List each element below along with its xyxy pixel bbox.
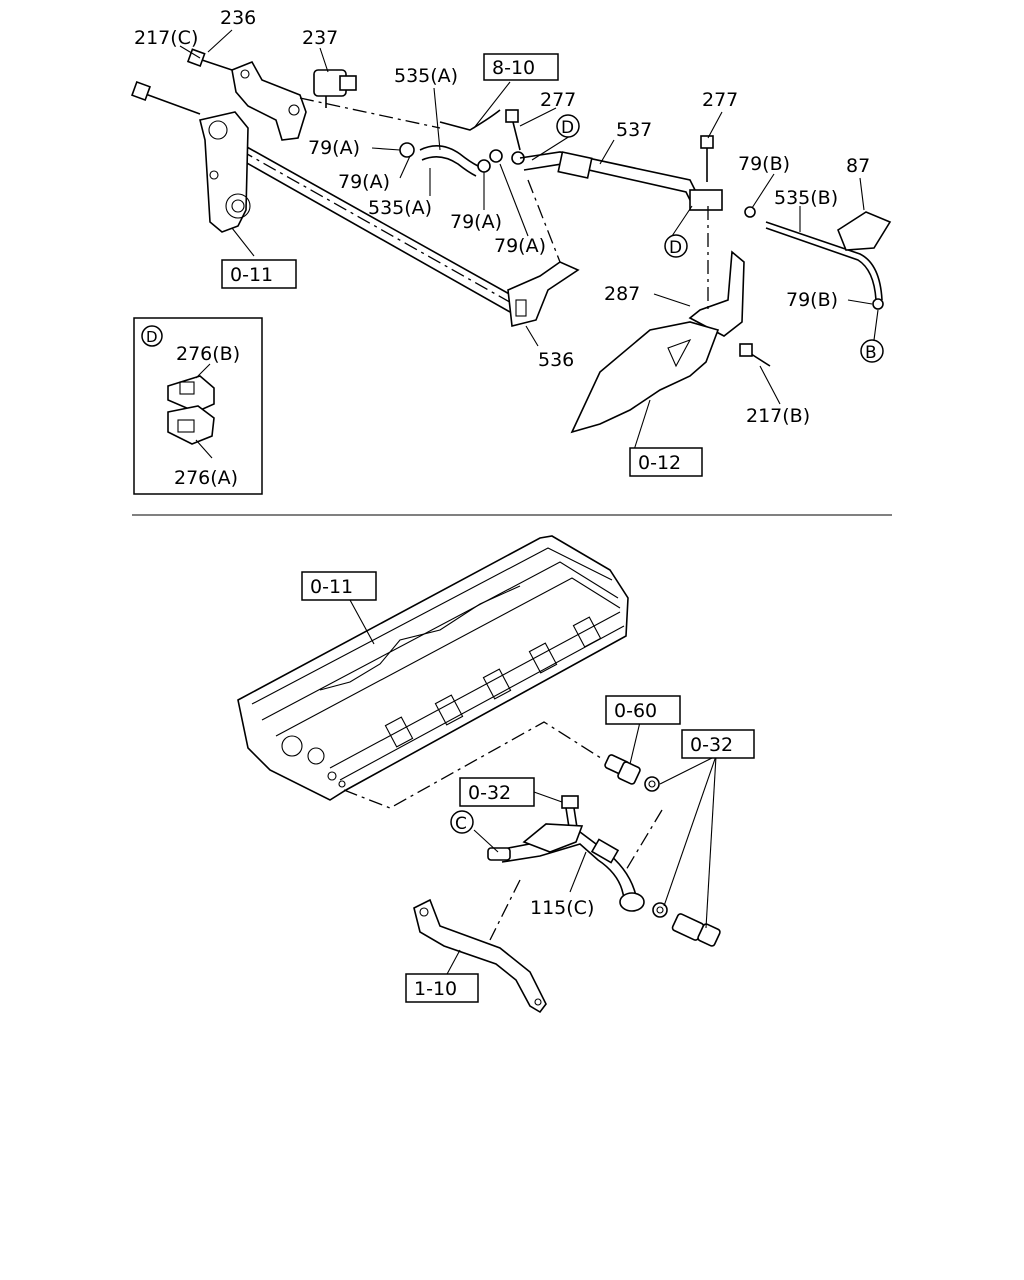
- label-287: 287: [604, 283, 640, 305]
- pipe-537: [519, 151, 723, 211]
- intake-ports: [384, 616, 602, 748]
- label-79a-4: 79(A): [494, 235, 546, 257]
- label-276a: 276(A): [174, 467, 238, 489]
- ref-0-60: 0-60: [614, 700, 657, 722]
- label-237: 237: [302, 27, 338, 49]
- ref-0-11-top: 0-11: [230, 264, 273, 286]
- label-536: 536: [538, 349, 574, 371]
- label-236: 236: [220, 7, 256, 29]
- marker-c-text: C: [455, 814, 467, 834]
- label-217c: 217(C): [134, 27, 198, 49]
- ref-0-11-bottom: 0-11: [310, 576, 353, 598]
- clip-79b-top: [744, 206, 756, 218]
- ref-0-32-right: 0-32: [690, 734, 733, 756]
- bolts-277: [505, 109, 714, 182]
- assembly-guides: [343, 721, 663, 941]
- marker-b-text: B: [865, 343, 877, 363]
- bracket-1-10: [413, 898, 547, 1014]
- oil-pipe-115c: [487, 823, 645, 912]
- label-535a-mid: 535(A): [368, 197, 432, 219]
- leader-lines-bottom: [349, 599, 717, 977]
- ref-0-32-left: 0-32: [468, 782, 511, 804]
- marker-d-mid-text: D: [669, 238, 682, 258]
- marker-d-mid: D: [664, 234, 688, 258]
- label-217b: 217(B): [746, 405, 810, 427]
- banjo-bolt: [671, 913, 721, 947]
- washers: [644, 776, 668, 918]
- cylinder-head: [237, 535, 629, 801]
- label-276b: 276(B): [176, 343, 240, 365]
- ref-box-1-10: 1-10: [405, 973, 479, 1003]
- upper-bracket: [231, 60, 307, 141]
- bolt-217c: [131, 81, 201, 115]
- hose-535b: [765, 221, 883, 301]
- label-537: 537: [616, 119, 652, 141]
- label-79b-top: 79(B): [738, 153, 790, 175]
- union-bolt: [604, 754, 641, 785]
- ref-box-0-32-right: 0-32: [681, 729, 755, 759]
- ref-box-0-11-bottom: 0-11: [301, 571, 377, 601]
- valve-237: [299, 69, 441, 129]
- marker-c: C: [450, 810, 474, 834]
- label-87: 87: [846, 155, 870, 177]
- marker-d-top-text: D: [561, 118, 574, 138]
- bolt-217b: [739, 343, 771, 367]
- ref-box-0-12: 0-12: [629, 447, 703, 477]
- ref-box-0-11-top: 0-11: [221, 259, 297, 289]
- ref-1-10: 1-10: [414, 978, 457, 1000]
- engine-bracket-plate: [199, 111, 251, 233]
- detail-inset-d: [133, 317, 263, 495]
- label-535b: 535(B): [774, 187, 838, 209]
- label-79a-3: 79(A): [450, 211, 502, 233]
- clip-79b-bottom: [872, 298, 884, 310]
- fuel-rod: [237, 141, 521, 313]
- marker-d-top: D: [556, 114, 580, 138]
- label-79a-2: 79(A): [338, 171, 390, 193]
- bolt-236: [186, 48, 233, 71]
- bracket-287: [688, 206, 745, 337]
- label-79b-bottom: 79(B): [786, 289, 838, 311]
- hose-535a: [419, 109, 501, 177]
- ref-box-0-60: 0-60: [605, 695, 681, 725]
- marker-b: B: [860, 339, 884, 363]
- ref-0-12: 0-12: [638, 452, 681, 474]
- ref-8-10: 8-10: [492, 57, 535, 79]
- ref-box-0-32-left: 0-32: [459, 777, 535, 807]
- label-115c: 115(C): [530, 897, 594, 919]
- marker-d-inset: D: [141, 325, 163, 347]
- plate-0-12: [570, 321, 720, 434]
- label-277-a: 277: [540, 89, 576, 111]
- marker-d-inset-text: D: [146, 328, 158, 346]
- label-535a-top: 535(A): [394, 65, 458, 87]
- leader-lines-top: [179, 29, 879, 459]
- label-277-b: 277: [702, 89, 738, 111]
- clamp-87: [837, 211, 892, 251]
- label-79a-1: 79(A): [308, 137, 360, 159]
- ref-box-8-10: 8-10: [483, 53, 559, 81]
- bracket-536: [507, 179, 580, 327]
